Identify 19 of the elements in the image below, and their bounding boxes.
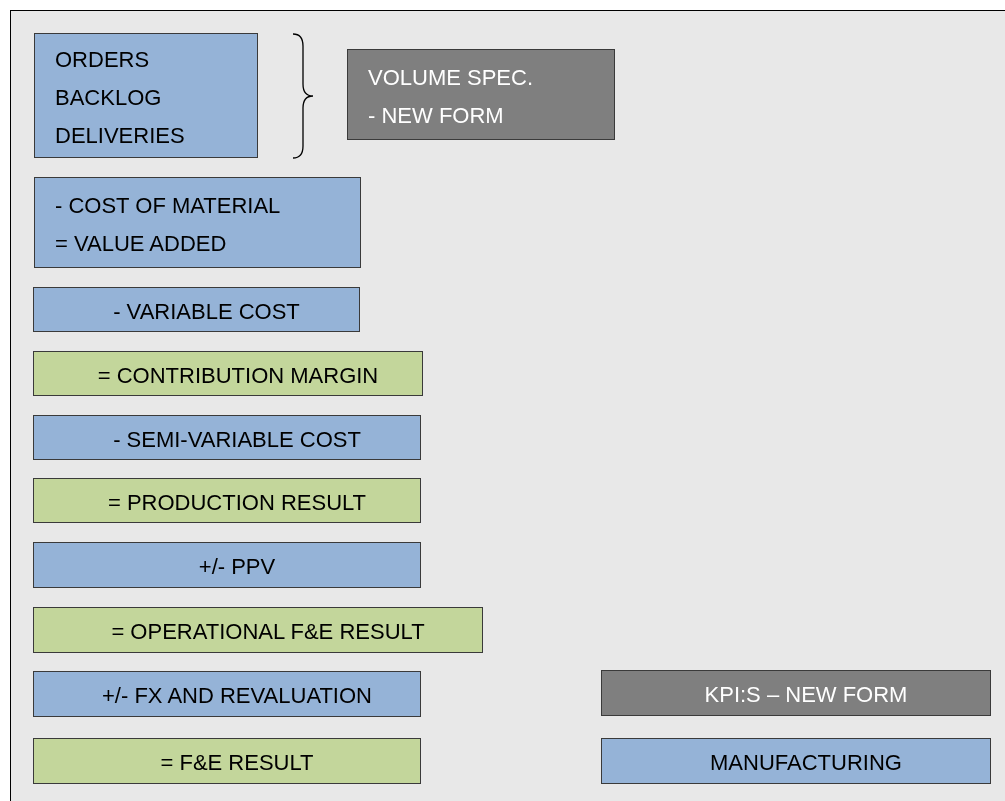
box-text: = VALUE ADDED	[55, 229, 228, 258]
label-box: = CONTRIBUTION MARGIN	[33, 351, 423, 396]
label-box: - VARIABLE COST	[33, 287, 360, 332]
label-box: MANUFACTURING	[601, 738, 991, 784]
box-text: ORDERS	[55, 45, 151, 74]
box-text: VOLUME SPEC. - NEW FORM	[368, 63, 535, 130]
label-box	[34, 177, 361, 268]
label-box: KPI:S – NEW FORM	[601, 670, 991, 716]
label-box: = OPERATIONAL F&E RESULT	[33, 607, 483, 653]
label-box: +/- FX AND REVALUATION	[33, 671, 421, 717]
label-box: +/- PPV	[33, 542, 421, 588]
label-box	[34, 33, 258, 158]
box-text: - COST OF MATERIAL	[55, 191, 282, 220]
label-box	[347, 49, 615, 140]
label-box: = F&E RESULT	[33, 738, 421, 784]
box-text: DELIVERIES	[55, 121, 186, 150]
label-box: = PRODUCTION RESULT	[33, 478, 421, 523]
box-text: BACKLOG	[55, 83, 163, 112]
label-box: - SEMI-VARIABLE COST	[33, 415, 421, 460]
